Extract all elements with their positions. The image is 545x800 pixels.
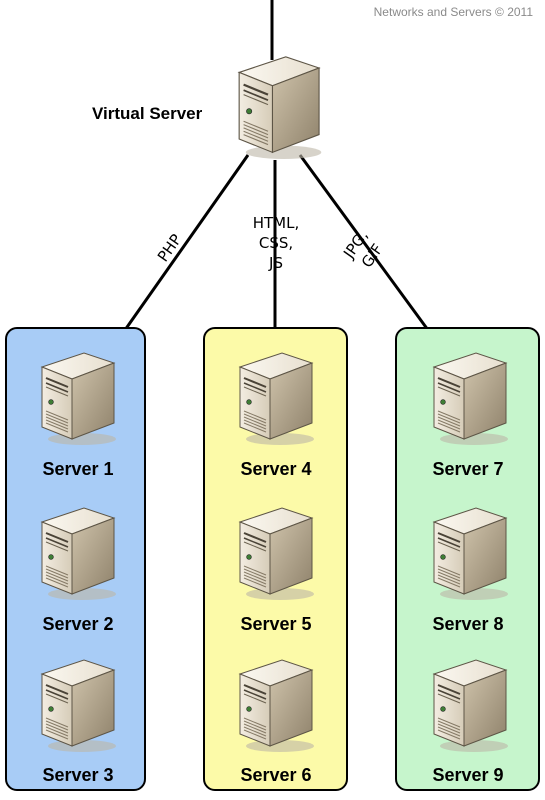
connection-label-line: HTML,	[252, 214, 300, 232]
server-icon	[433, 507, 509, 600]
server-icon	[41, 352, 117, 445]
server-icon	[239, 352, 315, 445]
server-label: Server 3	[42, 765, 114, 785]
connection-label-line: JS	[269, 254, 283, 272]
server-label: Server 1	[42, 459, 114, 479]
server-label: Server 2	[42, 614, 114, 634]
connection-label-html-css-js: HTML, CSS, JS	[246, 213, 306, 273]
connection-line-php	[123, 154, 250, 331]
server-label: Server 5	[240, 614, 312, 634]
server-label: Server 6	[240, 765, 312, 785]
server-icon	[239, 507, 315, 600]
server-label: Server 7	[432, 459, 504, 479]
server-icon	[41, 659, 117, 752]
server-label: Server 4	[240, 459, 312, 479]
server-icon	[239, 659, 315, 752]
server-label: Server 9	[432, 765, 504, 785]
copyright-text: Networks and Servers © 2011	[373, 5, 533, 19]
server-icon	[433, 659, 509, 752]
virtual-server-label: Virtual Server	[92, 104, 203, 123]
server-icon	[41, 507, 117, 600]
server-icon	[433, 352, 509, 445]
server-label: Server 8	[432, 614, 504, 634]
connection-label-line: CSS,	[258, 234, 294, 252]
connection-line-jpg-gif	[298, 154, 430, 331]
virtual-server-icon	[238, 55, 323, 159]
